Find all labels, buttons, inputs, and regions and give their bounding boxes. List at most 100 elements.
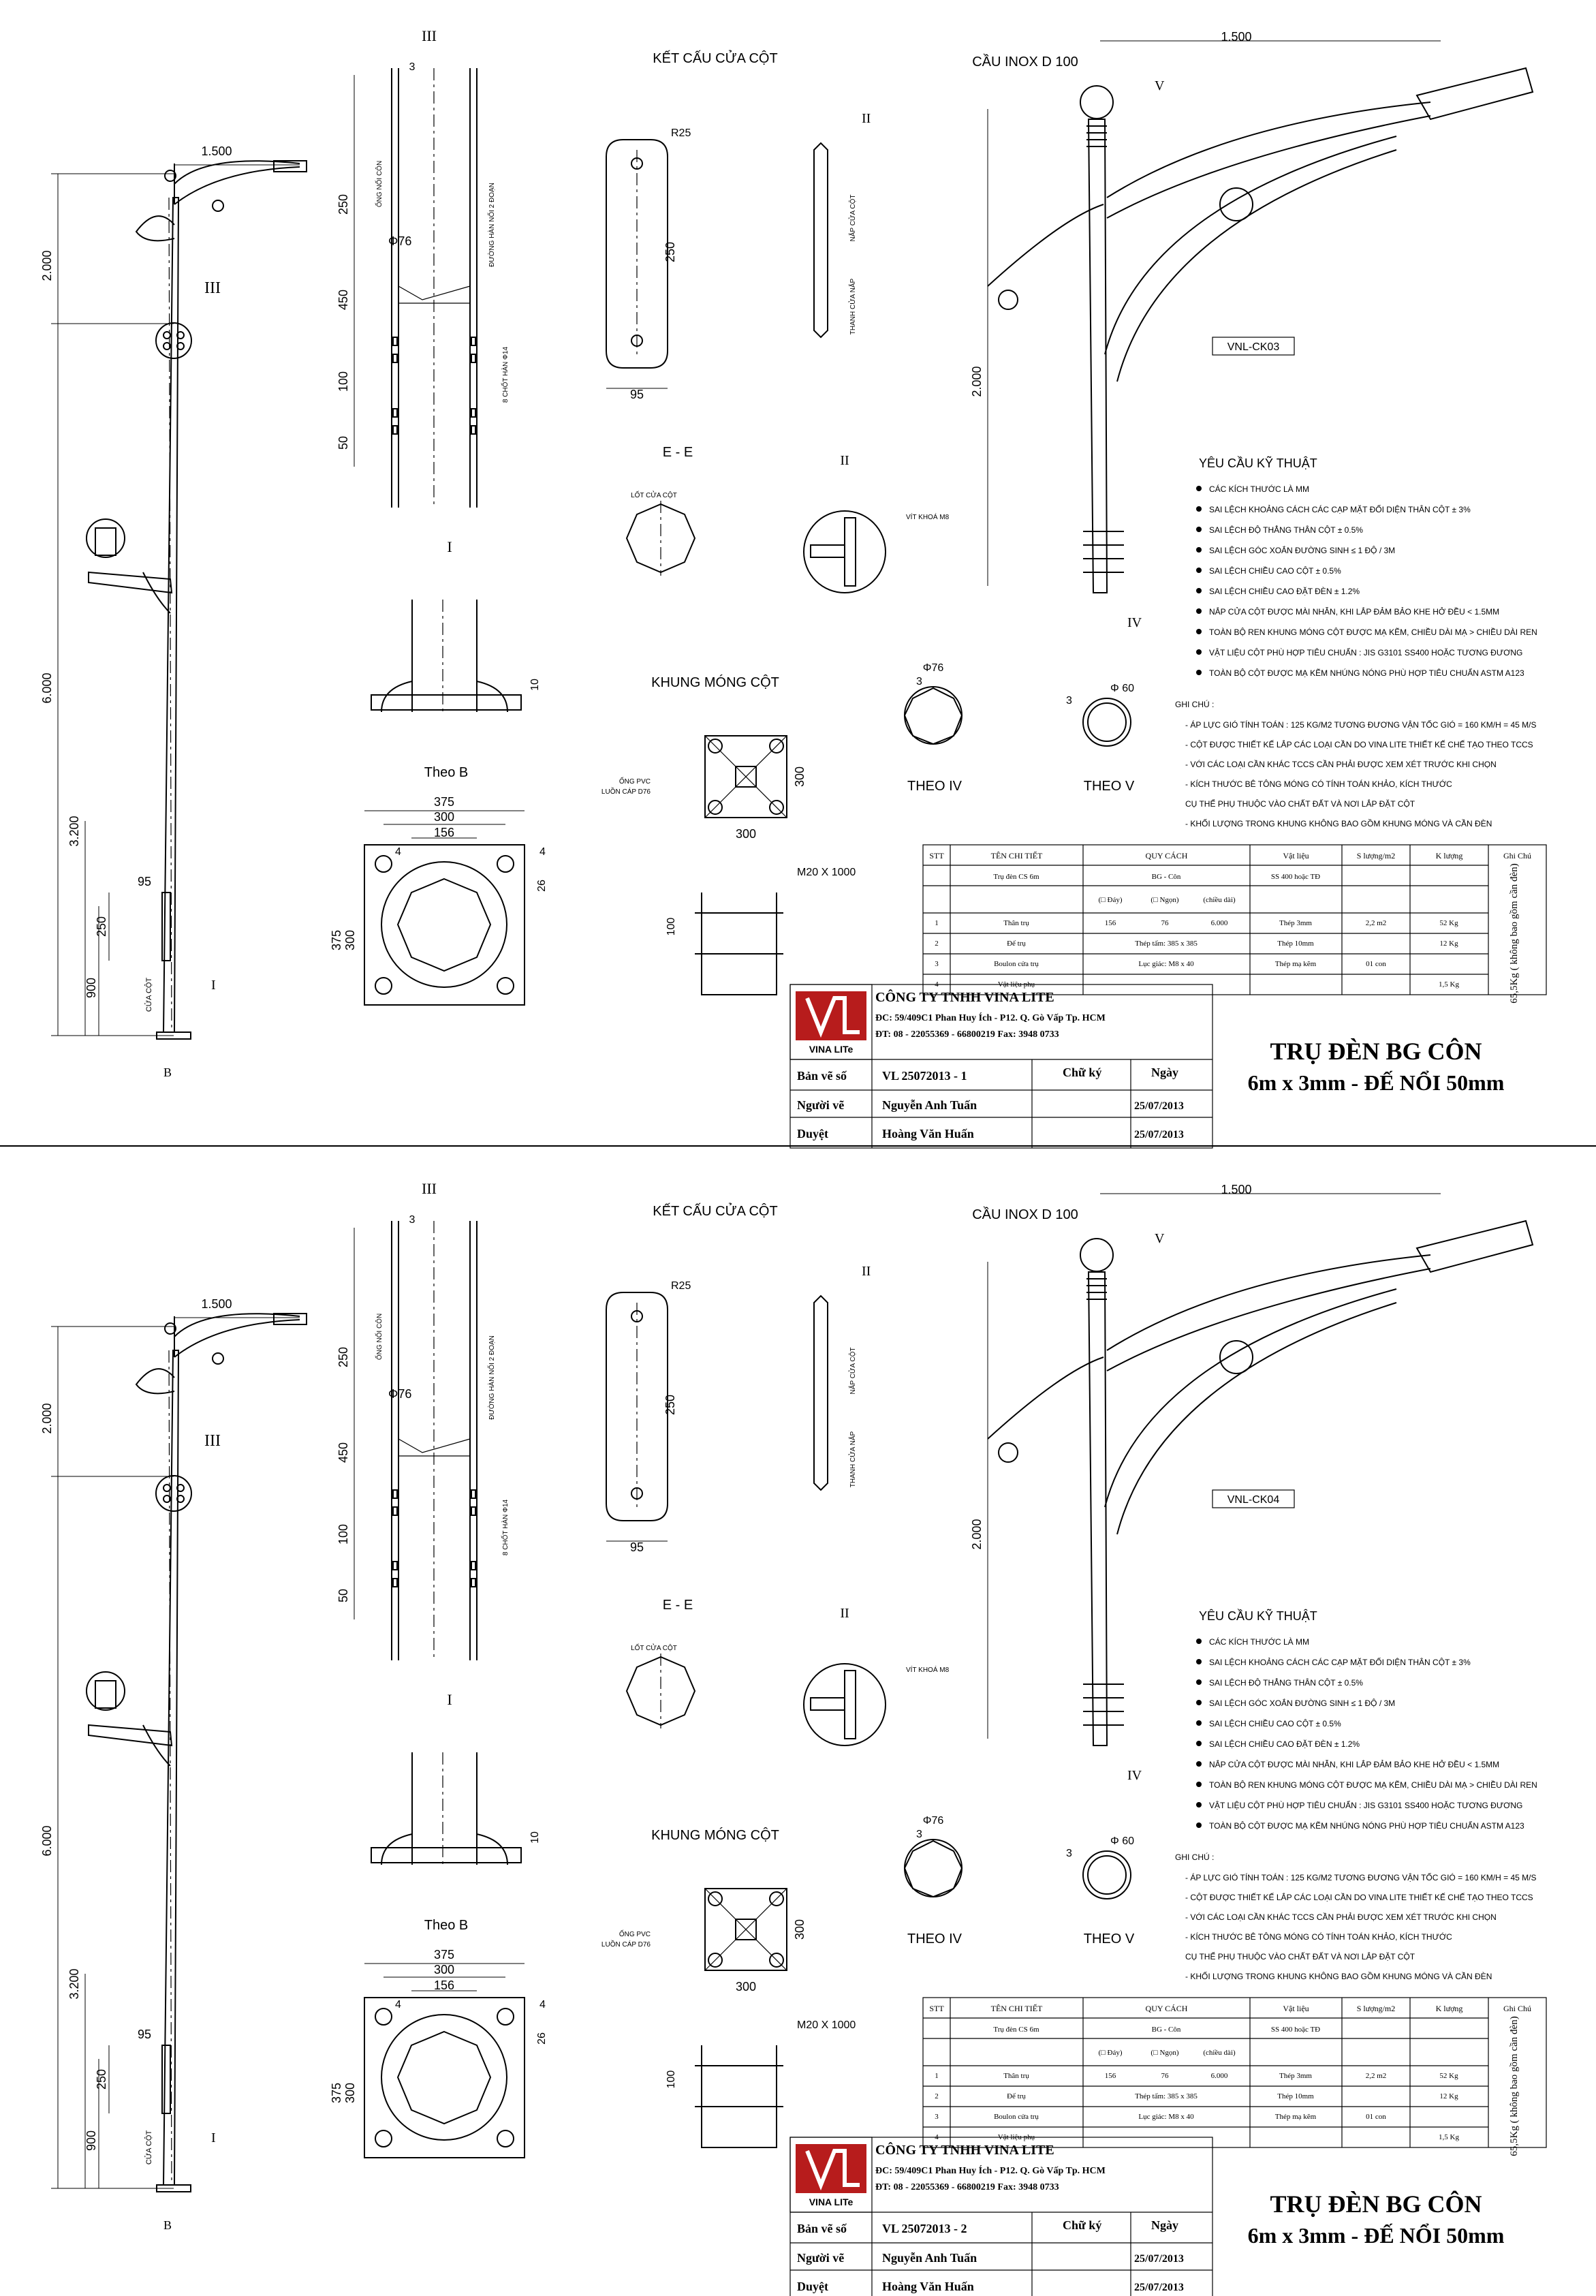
mark-i-detail: I	[447, 1691, 452, 1708]
note-item: - VỚI CÁC LOẠI CẦN KHÁC TCCS CẦN PHẢI ĐƯ…	[1185, 759, 1497, 769]
dim-250-door: 250	[663, 1395, 677, 1415]
arm-post	[1087, 119, 1108, 593]
label-cau-inox: CẦU INOX D 100	[972, 54, 1078, 69]
table-cell: SS 400 hoặc TĐ	[1271, 2026, 1320, 2034]
weld-pin	[392, 1489, 398, 1499]
detail-i-gusset	[381, 681, 508, 713]
connector-flange	[155, 1475, 192, 1512]
mark-ii-section: II	[840, 453, 849, 468]
company-address: ĐC: 59/409C1 Phan Huy Ích - P12. Q. Gò V…	[875, 2165, 1106, 2176]
base-circle	[381, 2014, 507, 2141]
date-label: Ngày	[1151, 2218, 1178, 2232]
company-address: ĐC: 59/409C1 Phan Huy Ích - P12. Q. Gò V…	[875, 1012, 1106, 1023]
table-cell: Thân trụ	[1003, 919, 1029, 927]
dim-300-frame-v: 300	[793, 766, 807, 787]
dim-2000-arm: 2.000	[970, 366, 984, 397]
label-thanh-cua: THANH CỬA NẮP	[848, 1431, 857, 1487]
dim-250-detail: 250	[337, 194, 350, 215]
label-luon-cap: LUỒN CÁP D76	[601, 1940, 651, 1949]
label-ong-noi-con: ỐNG NỐI CÔN	[374, 161, 384, 207]
pole-door	[161, 2045, 171, 2114]
section-theo-v: THEO V	[1084, 779, 1135, 794]
dim-26: 26	[536, 880, 548, 892]
ee-octagon	[625, 503, 696, 574]
weld-pin	[471, 425, 476, 435]
table-frame	[922, 844, 1547, 995]
section-khung: KHUNG MÓNG CỘT	[651, 1827, 779, 1843]
arm-lower-curve	[1104, 1288, 1397, 1535]
weld-pin	[471, 1561, 476, 1570]
frame-diagonal	[704, 735, 787, 818]
finial-ball	[164, 170, 176, 182]
drawing-subtitle: 6m x 3mm - ĐẾ NỔI 50mm	[1248, 2223, 1505, 2248]
lantern-globe	[86, 518, 125, 558]
table-cell: 156	[1105, 919, 1116, 927]
requirement-bullet	[1196, 568, 1202, 573]
label-ong-noi-con: ỐNG NỐI CÔN	[374, 1314, 384, 1360]
arm-lower-curve	[1104, 136, 1397, 382]
requirement-bullet	[1196, 629, 1202, 634]
note-item: - KÍCH THƯỚC BÊ TÔNG MÓNG CÓ TÍNH TOÁN K…	[1185, 1932, 1452, 1942]
table-cell: Thép mạ kẽm	[1275, 2113, 1317, 2121]
table-header: STT	[929, 2004, 944, 2013]
frame-center	[735, 766, 757, 788]
table-subheader: (□ Đáy)	[1098, 896, 1122, 904]
requirement-item: TOÀN BỘ REN KHUNG MÓNG CỘT ĐƯỢC MẠ KẼM, …	[1209, 1780, 1537, 1790]
lamp-head	[273, 1313, 307, 1325]
table-cell: 2,2 m2	[1366, 2072, 1387, 2080]
lantern-bracket	[88, 1724, 173, 1747]
dim-900: 900	[84, 2130, 98, 2151]
dim-r25: R25	[671, 1280, 691, 1292]
requirement-item: SAI LỆCH CHIỀU CAO ĐẶT ĐÈN ± 1.2%	[1209, 586, 1360, 596]
frame-bolt	[769, 1891, 784, 1906]
frame-bolt	[708, 739, 723, 754]
arm-scroll	[998, 290, 1018, 310]
label-arm-code: VNL-CK03	[1227, 341, 1280, 353]
table-cell: 156	[1105, 2072, 1116, 2080]
label-nap-cua: NẮP CỬA CỘT	[848, 1348, 857, 1395]
dim-1500-arm: 1.500	[1221, 1183, 1251, 1196]
door-screw	[631, 1310, 643, 1322]
requirement-bullet	[1196, 1639, 1202, 1644]
dim-95: 95	[138, 875, 151, 888]
base-bolt-hole	[375, 2008, 392, 2026]
requirement-bullet	[1196, 1720, 1202, 1726]
drawn-date: 25/07/2013	[1134, 1100, 1184, 1112]
table-cell: Trụ đèn CS 6m	[993, 873, 1039, 881]
base-bolt-hole	[375, 855, 392, 873]
requirement-item: SAI LỆCH CHIỀU CAO CỘT ± 0.5%	[1209, 565, 1341, 576]
ii-plate	[844, 1670, 856, 1739]
requirement-bullet	[1196, 1700, 1202, 1705]
theo-iv-circle	[904, 686, 963, 745]
frame-bolt	[708, 800, 723, 815]
table-cell: Thép 10mm	[1277, 2092, 1314, 2100]
dim-phi76-detail: Φ76	[388, 1387, 411, 1401]
table-note: 65,5Kg ( không bao gồm cần đèn)	[1509, 2016, 1520, 2156]
approved-by: Hoàng Văn Huấn	[882, 2280, 974, 2293]
weld-pin	[392, 1578, 398, 1587]
lantern-brace	[142, 1724, 171, 1767]
requirement-bullet	[1196, 1761, 1202, 1767]
theo-v-circle	[1082, 698, 1131, 747]
dim-450-detail: 450	[337, 290, 350, 310]
drawing-no-label: Bản vẽ số	[797, 1069, 847, 1083]
table-header: TÊN CHI TIẾT	[991, 2003, 1043, 2013]
drawn-by-label: Người vẽ	[797, 1098, 844, 1112]
table-header: K lượng	[1436, 2004, 1463, 2013]
table-note: 65,5Kg ( không bao gồm cần đèn)	[1509, 863, 1520, 1003]
requirement-item: SAI LỆCH KHOẢNG CÁCH CÁC CẠP MẶT ĐỐI DIỆ…	[1209, 1657, 1471, 1667]
frame-bolt	[769, 739, 784, 754]
flange-bolt	[176, 331, 185, 339]
dim-100-detail: 100	[337, 1524, 350, 1545]
company-phone: ĐT: 08 - 22055369 - 66800219 Fax: 3948 0…	[875, 1029, 1059, 1040]
requirement-item: SAI LỆCH ĐỘ THẲNG THÂN CỘT ± 0.5%	[1209, 1677, 1363, 1688]
table-header: S lượng/m2	[1357, 2004, 1396, 2013]
pipe-weld-seam	[398, 285, 471, 304]
dim-phi60: Φ 60	[1110, 683, 1134, 694]
dim-4-right: 4	[539, 1999, 546, 2011]
dim-156: 156	[434, 826, 454, 839]
label-vit-khoa: VÍT KHOÁ M8	[906, 1665, 950, 1674]
dim-375-left: 375	[330, 930, 343, 950]
requirement-bullet	[1196, 649, 1202, 655]
dim-6000: 6.000	[40, 1825, 54, 1856]
